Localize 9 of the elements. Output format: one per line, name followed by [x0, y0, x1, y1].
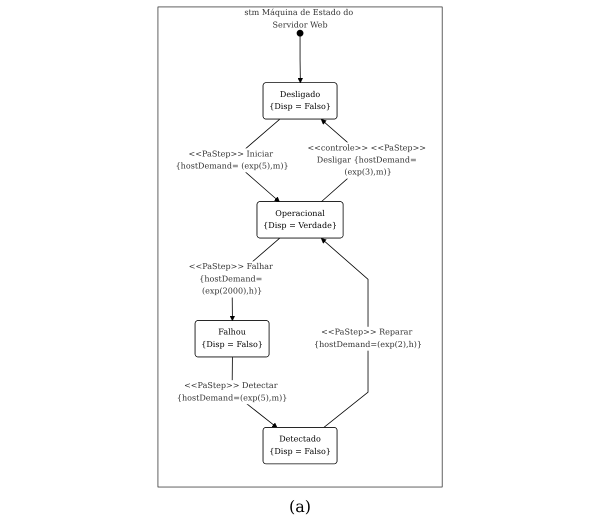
edge-label: <<controle>> <<PaStep>> Desligar {hostDemand= (exp(3),m)}	[307, 144, 426, 177]
edge-label: <<PaStep>> Detectar {hostDemand=(exp(5),m)}	[176, 381, 288, 403]
arrow	[298, 36, 303, 84]
caption: (a)	[288, 497, 312, 516]
edge-label: <<PaStep>> Reparar {hostDemand=(exp(2),h)}	[314, 328, 422, 350]
edge-label: <<PaStep>> Falhar {hostDemand= (exp(2000),h)}	[188, 262, 273, 296]
node-circle	[296, 30, 304, 37]
arrow	[320, 238, 368, 428]
edge-label: <<PaStep>> Iniciar {hostDemand= (exp(5),m)}	[176, 150, 289, 171]
